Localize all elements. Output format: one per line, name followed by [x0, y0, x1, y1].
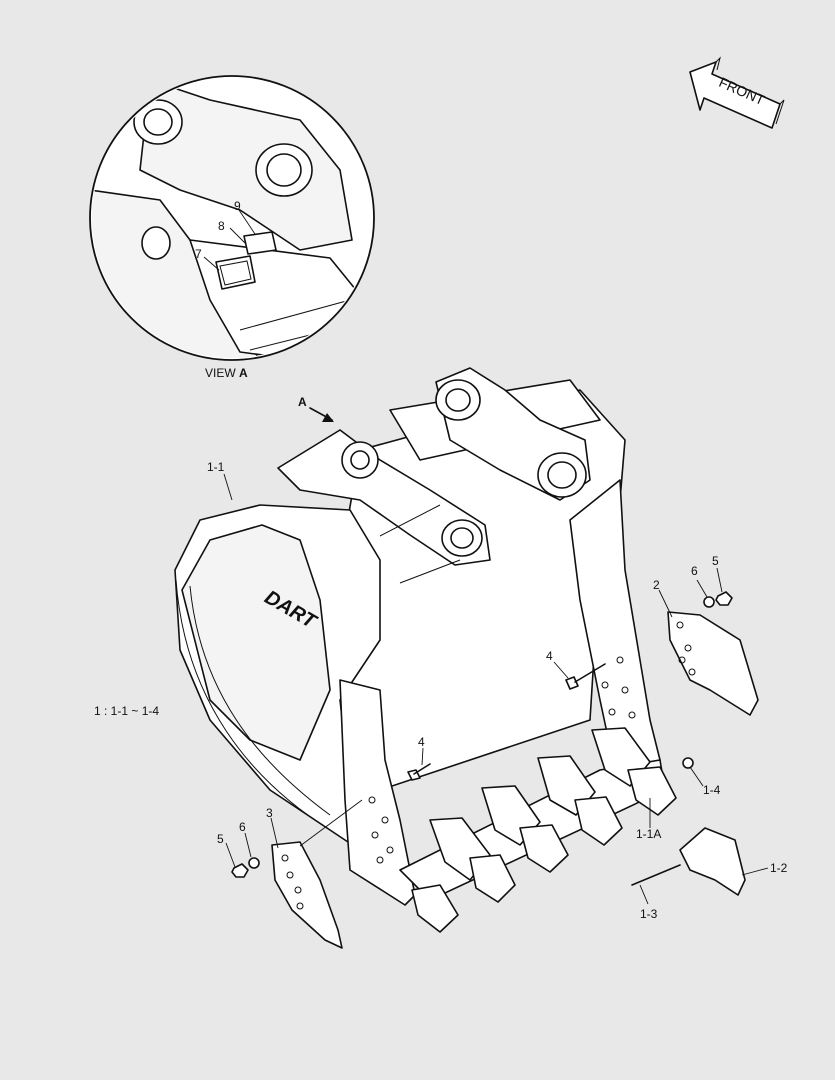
tooth-detail	[631, 757, 746, 896]
bucket-body: DART	[174, 367, 666, 906]
name-plate-9	[243, 231, 277, 255]
callout-3: 3	[266, 806, 273, 820]
callout-7: 7	[195, 247, 202, 261]
washer-left	[248, 857, 260, 869]
side-cutter-left	[271, 841, 343, 949]
view-arrow-a: A	[298, 395, 334, 422]
callout-5-left: 5	[217, 832, 224, 846]
view-arrow-letter: A	[298, 395, 307, 409]
callout-8: 8	[218, 219, 225, 233]
view-a-caption: VIEW A	[205, 366, 248, 380]
view-a-detail: 9 8 7	[89, 75, 375, 361]
callout-6-left: 6	[239, 820, 246, 834]
callout-1-4: 1-4	[703, 783, 721, 797]
nut-right	[715, 591, 733, 606]
bolt-right	[565, 663, 606, 690]
side-cutter-right	[667, 611, 759, 716]
bucket-teeth	[411, 727, 677, 933]
callout-1-1A: 1-1A	[636, 827, 661, 841]
callout-2: 2	[653, 578, 660, 592]
callout-6-right: 6	[691, 564, 698, 578]
callout-4-left: 4	[418, 735, 425, 749]
callout-1-2: 1-2	[770, 861, 788, 875]
callout-4-right: 4	[546, 649, 553, 663]
nut-left	[231, 863, 249, 878]
callout-1-1: 1-1	[207, 460, 225, 474]
leader-lines	[223, 473, 769, 905]
assembly-note: 1 : 1-1 ~ 1-4	[94, 704, 159, 718]
callouts: 1-1 2 6 5 4 1 : 1-1 ~ 1-4 4 3 6 5 1-4 1-…	[94, 460, 788, 921]
callout-5-right: 5	[712, 554, 719, 568]
callout-1-3: 1-3	[640, 907, 658, 921]
washer-right	[703, 596, 715, 608]
callout-9: 9	[234, 199, 241, 213]
bolt-left	[407, 763, 431, 781]
